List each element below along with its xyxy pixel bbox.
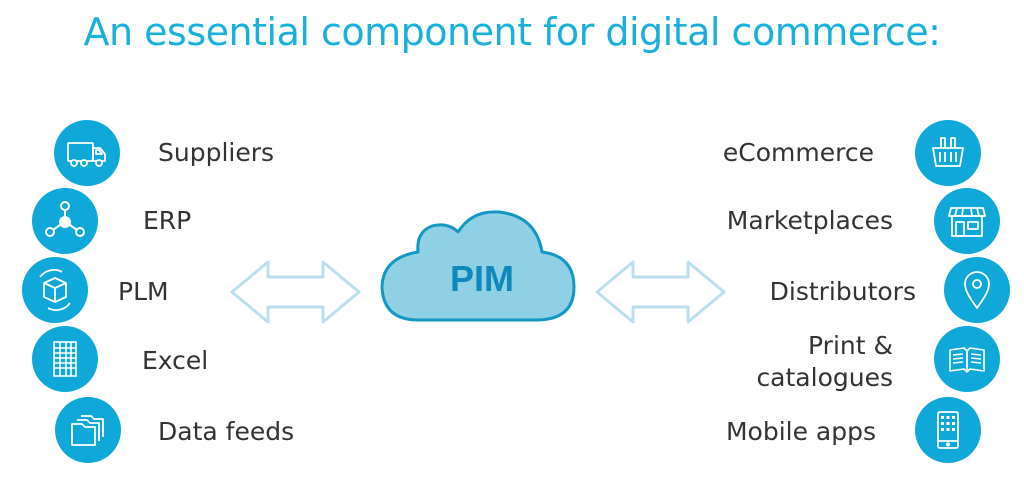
right-label-print-line2: catalogues <box>756 363 893 392</box>
basket-icon <box>932 137 964 167</box>
storefront-icon <box>948 207 986 237</box>
left-label-suppliers: Suppliers <box>158 138 275 167</box>
folder-icon <box>71 415 104 446</box>
pim-cloud <box>380 210 576 322</box>
right-label-print-catalogues: Print & catalogues <box>756 330 893 394</box>
right-label-print-line1: Print & <box>808 331 893 360</box>
truck-icon <box>67 142 106 167</box>
truck-icon-circle <box>54 120 120 186</box>
box-cycle-icon <box>39 269 71 311</box>
network-icon <box>45 201 85 237</box>
basket-icon-circle <box>915 120 981 186</box>
storefront-icon-circle <box>934 188 1000 254</box>
right-label-mobile-apps: Mobile apps <box>725 417 876 446</box>
catalogue-icon-circle <box>934 326 1000 392</box>
right-label-ecommerce: eCommerce <box>722 138 874 167</box>
right-double-arrow <box>595 260 726 324</box>
pim-label: PIM <box>450 258 514 299</box>
mobile-phone-icon <box>937 411 959 449</box>
spreadsheet-icon <box>53 341 77 377</box>
location-pin-icon-circle <box>944 257 1010 323</box>
left-label-plm: PLM <box>118 277 169 306</box>
left-label-data-feeds: Data feeds <box>158 417 295 446</box>
right-label-distributors: Distributors <box>769 277 916 306</box>
box-cycle-icon-circle <box>22 257 88 323</box>
catalogue-icon <box>949 347 985 373</box>
spreadsheet-icon-circle <box>32 326 98 392</box>
left-label-excel: Excel <box>142 346 209 375</box>
right-label-marketplaces: Marketplaces <box>726 206 893 235</box>
folder-icon-circle <box>55 397 121 463</box>
left-label-erp: ERP <box>143 206 192 235</box>
page-title: An essential component for digital comme… <box>83 10 941 54</box>
left-double-arrow <box>230 260 361 324</box>
location-pin-icon <box>964 271 990 309</box>
network-icon-circle <box>32 188 98 254</box>
mobile-phone-icon-circle <box>915 397 981 463</box>
